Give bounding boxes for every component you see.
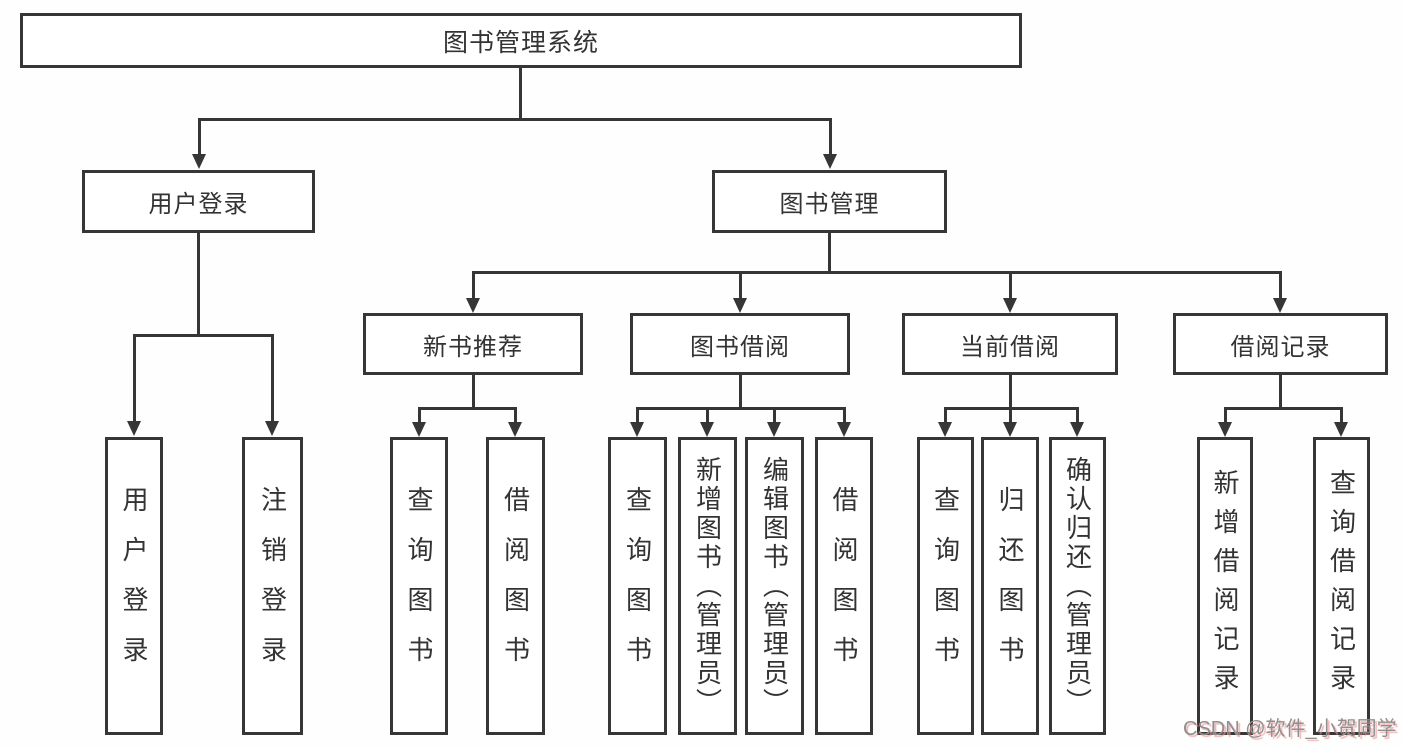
arrowhead-down-icon: [938, 422, 952, 437]
arrowhead-down-icon: [127, 421, 141, 436]
leaf-return-book: 归还图书: [981, 437, 1039, 735]
leaf-return-book-label: 归还图书: [995, 486, 1025, 686]
leaf-user-login-label: 用户登录: [119, 486, 149, 686]
node-borrow-records-label: 借阅记录: [1230, 333, 1331, 361]
connector-line: [133, 334, 274, 337]
connector-line: [843, 407, 846, 424]
arrowhead-down-icon: [1218, 422, 1232, 437]
node-user-login-branch-label: 用户登录: [148, 191, 249, 218]
leaf-borrow-book-label: 借阅图书: [829, 486, 859, 686]
connector-line: [828, 233, 831, 274]
leaf-borrow-book-recommend-label: 借阅图书: [500, 486, 531, 686]
arrowhead-down-icon: [700, 422, 714, 437]
leaf-query-borrow-record: 查询借阅记录: [1313, 437, 1370, 735]
connector-line: [197, 233, 200, 337]
leaf-query-book-current-label: 查询图书: [930, 486, 961, 686]
arrowhead-down-icon: [1273, 298, 1287, 313]
arrowhead-down-icon: [508, 422, 522, 437]
leaf-add-borrow-record: 新增借阅记录: [1197, 437, 1253, 735]
leaf-confirm-return-admin: 确认归还（管理员）: [1049, 437, 1106, 735]
node-root-label: 图书管理系统: [442, 28, 599, 57]
csdn-watermark: CSDN @软件_小贺同学: [1183, 718, 1397, 740]
connector-line: [944, 407, 947, 424]
connector-line: [271, 334, 274, 422]
leaf-confirm-return-admin-label: 确认归还（管理员）: [1062, 455, 1093, 717]
node-book-borrow: 图书借阅: [630, 313, 850, 375]
leaf-borrow-book-recommend: 借阅图书: [486, 437, 545, 735]
leaf-edit-book-admin: 编辑图书（管理员）: [745, 437, 804, 735]
arrowhead-down-icon: [767, 422, 781, 437]
leaf-query-book-recommend-label: 查询图书: [404, 486, 434, 686]
connector-line: [773, 407, 776, 424]
connector-line: [1009, 375, 1012, 410]
connector-line: [1279, 375, 1282, 410]
arrowhead-down-icon: [1334, 422, 1348, 437]
leaf-query-book-borrow: 查询图书: [608, 437, 667, 735]
connector-line: [1340, 407, 1343, 424]
node-borrow-records: 借阅记录: [1173, 313, 1388, 375]
node-new-book-recommend: 新书推荐: [363, 313, 583, 375]
arrowhead-down-icon: [192, 154, 206, 169]
connector-line: [636, 407, 846, 410]
arrowhead-down-icon: [1003, 298, 1017, 313]
connector-line: [519, 68, 522, 120]
arrowhead-down-icon: [412, 422, 426, 437]
arrowhead-down-icon: [823, 154, 837, 169]
leaf-add-book-admin: 新增图书（管理员）: [678, 437, 737, 735]
connector-line: [1009, 271, 1012, 300]
arrowhead-down-icon: [837, 422, 851, 437]
connector-line: [1076, 407, 1079, 424]
connector-line: [198, 118, 201, 155]
connector-line: [1009, 407, 1012, 424]
node-book-mgmt-branch: 图书管理: [712, 170, 947, 233]
leaf-query-borrow-record-label: 查询借阅记录: [1326, 469, 1357, 703]
node-new-book-recommend-label: 新书推荐: [423, 333, 523, 361]
connector-line: [1224, 407, 1227, 424]
leaf-logout-label: 注销登录: [257, 486, 288, 686]
connector-line: [418, 407, 517, 410]
node-current-borrow: 当前借阅: [902, 313, 1118, 375]
connector-line: [1224, 407, 1343, 410]
connector-line: [829, 118, 832, 155]
arrowhead-down-icon: [733, 298, 747, 313]
node-current-borrow-label: 当前借阅: [960, 333, 1060, 361]
connector-line: [472, 271, 1282, 274]
leaf-edit-book-admin-label: 编辑图书（管理员）: [759, 455, 790, 717]
node-user-login-branch: 用户登录: [82, 170, 315, 233]
leaf-query-book-borrow-label: 查询图书: [622, 486, 653, 686]
connector-line: [472, 375, 475, 410]
connector-line: [739, 271, 742, 300]
leaf-add-book-admin-label: 新增图书（管理员）: [692, 455, 723, 717]
connector-line: [514, 407, 517, 424]
arrowhead-down-icon: [630, 422, 644, 437]
leaf-query-book-current: 查询图书: [917, 437, 974, 735]
connector-line: [636, 407, 639, 424]
arrowhead-down-icon: [265, 421, 279, 436]
connector-line: [706, 407, 709, 424]
leaf-query-book-recommend: 查询图书: [390, 437, 448, 735]
arrowhead-down-icon: [1070, 422, 1084, 437]
node-book-mgmt-branch-label: 图书管理: [779, 191, 880, 218]
arrowhead-down-icon: [1003, 422, 1017, 437]
leaf-borrow-book: 借阅图书: [815, 437, 873, 735]
leaf-user-login: 用户登录: [105, 437, 163, 735]
node-root: 图书管理系统: [20, 13, 1022, 68]
connector-line: [1279, 271, 1282, 300]
leaf-add-borrow-record-label: 新增借阅记录: [1210, 469, 1240, 703]
connector-line: [198, 118, 832, 121]
connector-line: [418, 407, 421, 424]
arrowhead-down-icon: [466, 298, 480, 313]
node-book-borrow-label: 图书借阅: [690, 333, 790, 361]
leaf-logout: 注销登录: [242, 437, 303, 735]
connector-line: [739, 375, 742, 410]
connector-line: [472, 271, 475, 300]
connector-line: [133, 334, 136, 422]
